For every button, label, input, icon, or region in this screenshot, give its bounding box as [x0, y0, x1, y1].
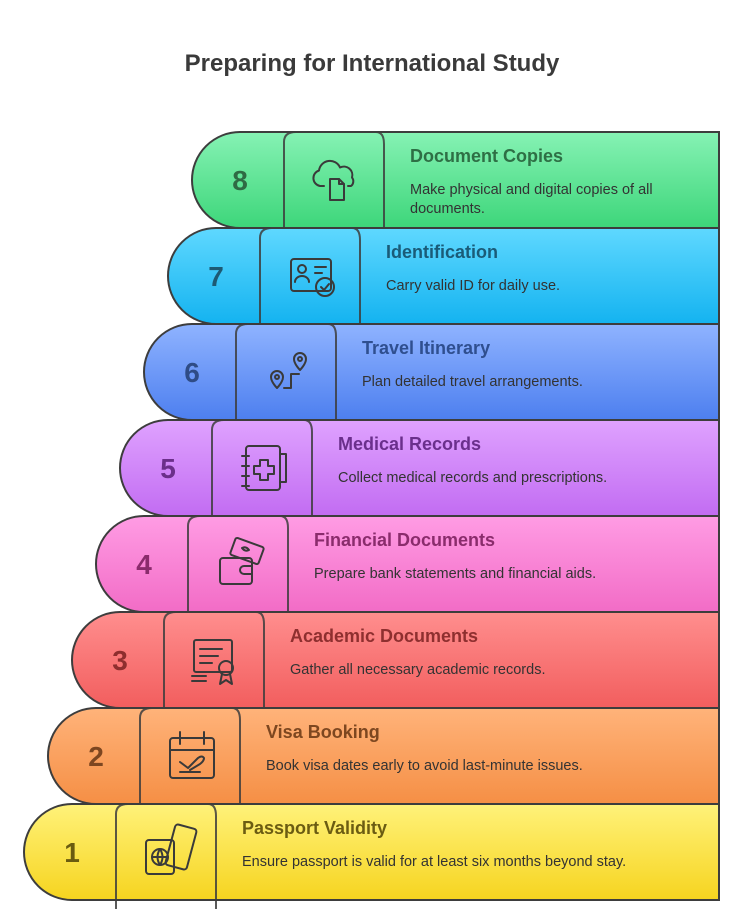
step-number: 6	[184, 357, 200, 388]
passport-ticket-icon	[145, 823, 198, 875]
id-card-icon	[290, 258, 335, 297]
calendar-flight-icon	[169, 731, 215, 779]
step-number: 8	[232, 165, 248, 196]
step-title: Visa Booking	[266, 722, 380, 742]
step-number: 7	[208, 261, 224, 292]
step-title: Passport Validity	[242, 818, 388, 838]
certificate-icon	[191, 639, 234, 685]
step-title: Document Copies	[410, 146, 564, 166]
step-number: 2	[88, 741, 104, 772]
step-number: 5	[160, 453, 176, 484]
step-description: Make physical and digital copies of all …	[410, 182, 653, 217]
icon-tile-1	[115, 803, 217, 909]
cloud-document-icon	[312, 159, 355, 201]
step-title: Academic Documents	[290, 626, 479, 646]
step-description: Plan detailed travel arrangements.	[362, 374, 583, 390]
step-description: Book visa dates early to avoid last-minu…	[266, 758, 583, 774]
page-title: Preparing for International Study	[184, 50, 560, 77]
step-number: 1	[64, 837, 80, 868]
step-description: Prepare bank statements and financial ai…	[314, 566, 597, 582]
wallet-cash-icon	[219, 536, 265, 585]
step-title: Financial Documents	[314, 530, 496, 550]
step-description: Carry valid ID for daily use.	[386, 278, 561, 294]
step-number: 3	[112, 645, 128, 676]
route-pins-icon	[270, 352, 307, 389]
step-band-1	[23, 803, 720, 901]
medical-notebook-icon	[241, 445, 287, 491]
step-description: Ensure passport is valid for at least si…	[242, 854, 627, 870]
step-title: Travel Itinerary	[362, 338, 491, 358]
step-title: Medical Records	[338, 434, 482, 454]
step-number: 4	[136, 549, 152, 580]
step-title: Identification	[386, 242, 498, 262]
step-description: Collect medical records and prescription…	[338, 470, 608, 486]
step-description: Gather all necessary academic records.	[290, 662, 546, 678]
